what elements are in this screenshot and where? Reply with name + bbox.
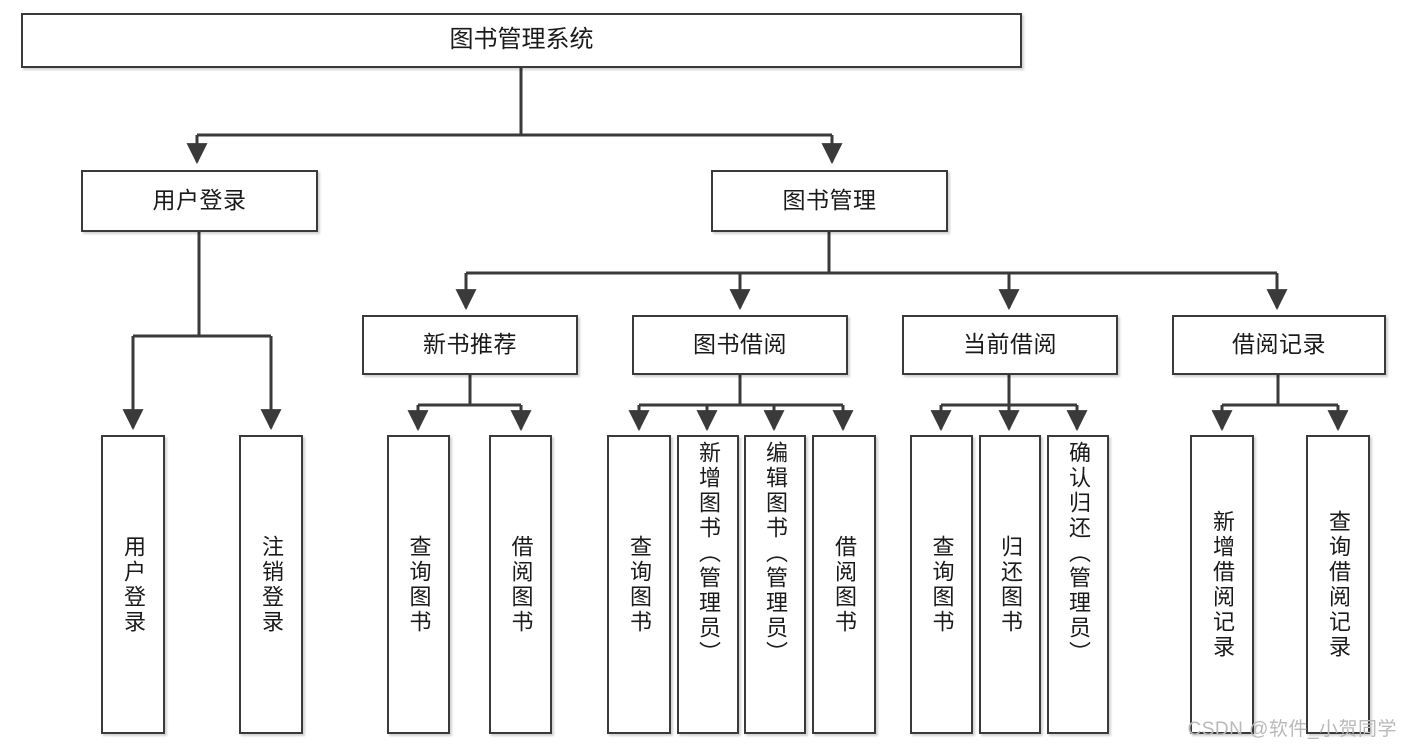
leaf-label: 确认归还（管理员）	[1066, 441, 1091, 666]
leaf-new-book-query-book[interactable]: 查询图书	[387, 435, 450, 734]
leaf-book-borrow-edit-book-admin[interactable]: 编辑图书（管理员）	[744, 435, 806, 734]
leaf-borrow-record-add-record[interactable]: 新增借阅记录	[1190, 435, 1254, 734]
node-root-book-management-system[interactable]: 图书管理系统	[21, 13, 1022, 68]
node-label: 图书管理	[782, 187, 877, 214]
leaf-label: 新增图书（管理员）	[696, 441, 721, 666]
leaf-book-borrow-borrow-book[interactable]: 借阅图书	[812, 435, 876, 734]
node-label: 图书借阅	[693, 331, 787, 358]
leaf-label: 查询图书	[406, 534, 432, 635]
leaf-label: 借阅图书	[832, 534, 857, 635]
leaf-label: 查询图书	[929, 534, 955, 635]
leaf-book-borrow-query-book[interactable]: 查询图书	[607, 435, 671, 734]
leaf-label: 用户登录	[121, 534, 146, 635]
leaf-current-borrow-query-book[interactable]: 查询图书	[910, 435, 973, 734]
node-label: 借阅记录	[1232, 331, 1326, 358]
leaf-label: 注销登录	[259, 534, 284, 635]
leaf-user-login-logout[interactable]: 注销登录	[239, 435, 303, 734]
leaf-user-login-login[interactable]: 用户登录	[101, 435, 165, 734]
node-label: 当前借阅	[963, 331, 1057, 358]
leaf-current-borrow-confirm-return-admin[interactable]: 确认归还（管理员）	[1047, 435, 1109, 734]
leaf-book-borrow-add-book-admin[interactable]: 新增图书（管理员）	[677, 435, 739, 734]
leaf-label: 查询借阅记录	[1326, 509, 1351, 660]
node-borrow-record[interactable]: 借阅记录	[1172, 315, 1386, 375]
node-book-management[interactable]: 图书管理	[711, 170, 948, 232]
leaf-label: 新增借阅记录	[1210, 509, 1235, 660]
leaf-label: 编辑图书（管理员）	[763, 441, 788, 666]
csdn-watermark: CSDN @软件_小贺同学	[1187, 719, 1397, 740]
node-new-book-recommend[interactable]: 新书推荐	[362, 315, 578, 375]
node-user-login[interactable]: 用户登录	[81, 170, 318, 232]
node-label: 新书推荐	[423, 331, 517, 358]
node-label: 图书管理系统	[449, 26, 594, 54]
leaf-label: 归还图书	[998, 534, 1023, 635]
leaf-current-borrow-return-book[interactable]: 归还图书	[979, 435, 1041, 734]
leaf-label: 查询图书	[627, 534, 652, 635]
leaf-borrow-record-query-record[interactable]: 查询借阅记录	[1306, 435, 1370, 734]
leaf-label: 借阅图书	[508, 534, 534, 635]
node-label: 用户登录	[152, 187, 247, 214]
leaf-new-book-borrow-book[interactable]: 借阅图书	[489, 435, 552, 734]
node-book-borrow[interactable]: 图书借阅	[632, 315, 848, 375]
node-current-borrow[interactable]: 当前借阅	[902, 315, 1118, 375]
